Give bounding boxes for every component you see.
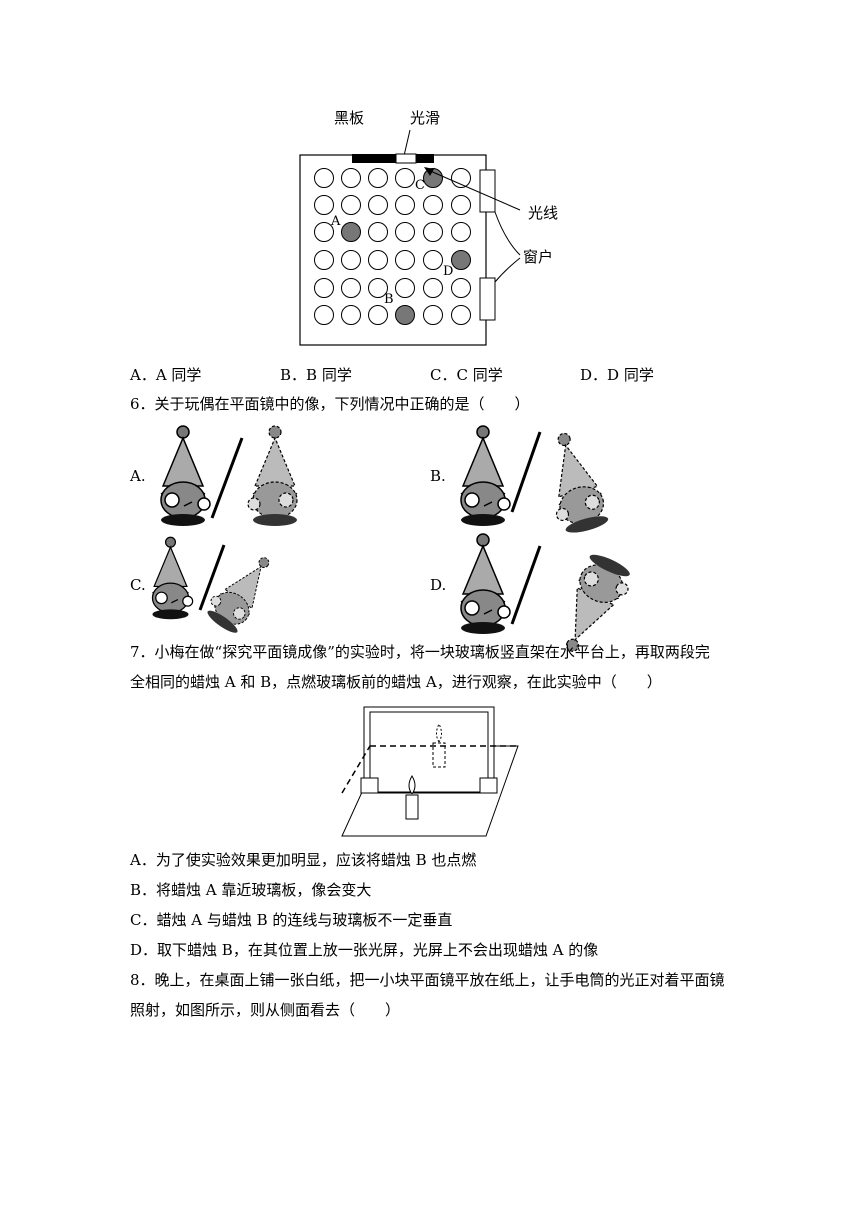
q7-stem-line1: 7．小梅在做“探究平面镜成像”的实验时，将一块玻璃板竖直架在水平台上，再取两段完: [130, 643, 710, 661]
q8-stem-line1: 8．晚上，在桌面上铺一张白纸，把一小块平面镜平放在纸上，让手电筒的光正对着平面镜: [130, 971, 725, 989]
seat-b-label: B: [384, 292, 394, 307]
smooth-label: 光滑: [410, 109, 440, 127]
q6-option-c-label[interactable]: C.: [130, 576, 146, 594]
q5-option-d[interactable]: D．D 同学: [580, 366, 654, 384]
q7-option-d[interactable]: D．取下蜡烛 B，在其位置上放一张光屏，光屏上不会出现蜡烛 A 的像: [130, 941, 599, 959]
light-ray-label: 光线: [528, 204, 558, 222]
q5-option-c[interactable]: C．C 同学: [430, 366, 503, 384]
seat-c-label: C: [415, 178, 425, 193]
q6-option-d-label[interactable]: D.: [430, 576, 447, 594]
window-bottom: [479, 277, 496, 321]
blackboard: [352, 154, 396, 163]
window-top: [479, 169, 496, 213]
seat-a-label: A: [330, 214, 341, 229]
q7-stem-line2: 全相同的蜡烛 A 和 B，点燃玻璃板前的蜡烛 A，进行观察，在此实验中（ ）: [130, 673, 662, 691]
seat-d-label: D: [443, 264, 453, 279]
blackboard-label: 黑板: [334, 109, 364, 127]
q7-option-b[interactable]: B．将蜡烛 A 靠近玻璃板，像会变大: [130, 881, 372, 899]
q5-option-a[interactable]: A．A 同学: [130, 366, 202, 384]
classroom-diagram: 黑板 光滑 A B C D 光线 窗户: [299, 109, 558, 346]
light-ray: [427, 169, 521, 211]
q8-stem-line2: 照射，如图所示，则从侧面看去（ ）: [130, 1001, 401, 1019]
q6-stem: 6．关于玩偶在平面镜中的像，下列情况中正确的是（ ）: [130, 395, 530, 413]
seat-grid: [314, 168, 471, 325]
q7-option-c[interactable]: C．蜡烛 A 与蜡烛 B 的连线与玻璃板不一定垂直: [130, 911, 453, 929]
q6-option-b-label[interactable]: B.: [430, 467, 446, 485]
q6-option-a-label[interactable]: A.: [130, 467, 146, 485]
q7-option-a[interactable]: A．为了使实验效果更加明显，应该将蜡烛 B 也点燃: [130, 851, 477, 869]
window-label: 窗户: [523, 248, 553, 266]
q5-option-b[interactable]: B．B 同学: [280, 366, 352, 384]
smooth-section: [395, 153, 417, 164]
